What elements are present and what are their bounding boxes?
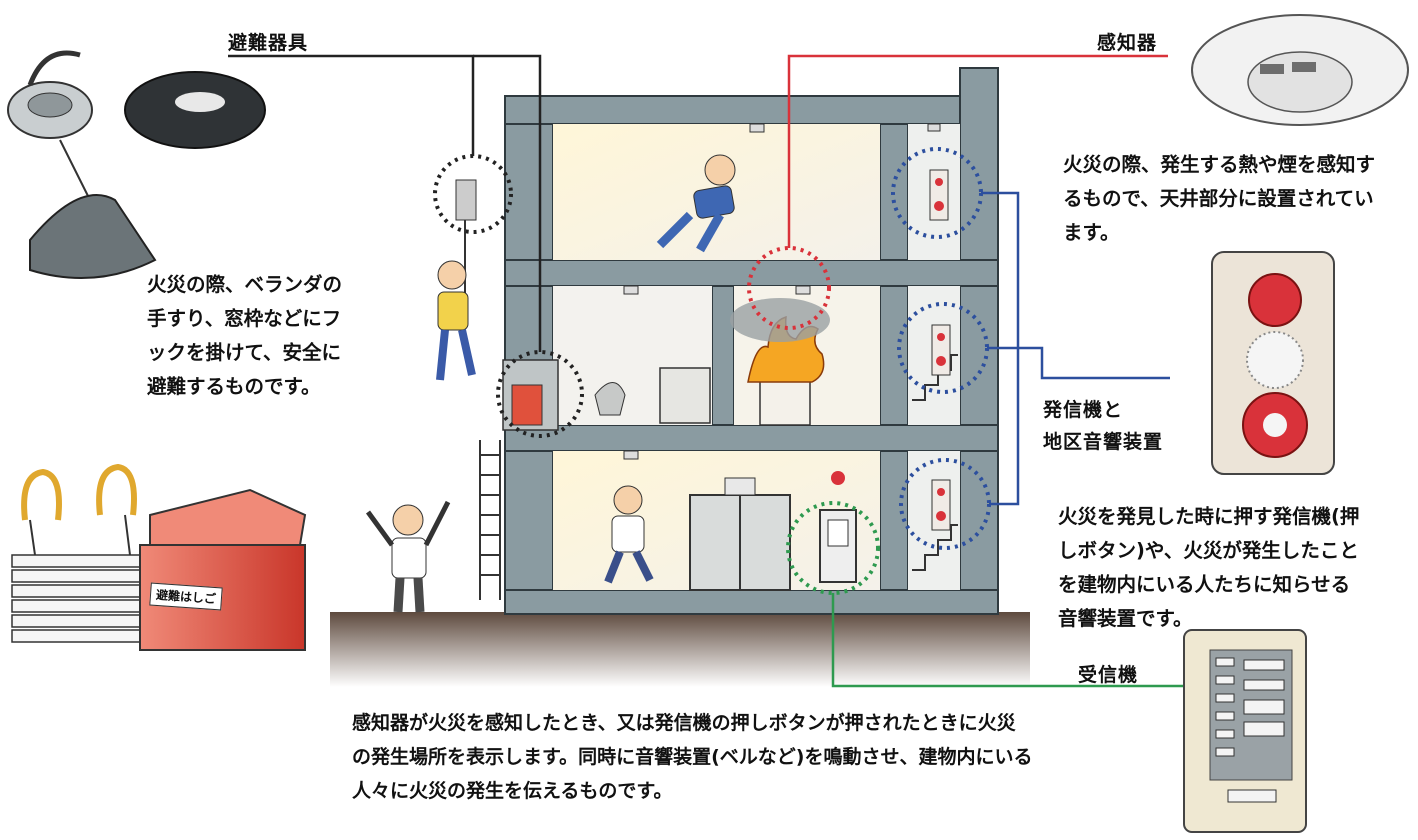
description-receiver-line: 人々に火災の発生を伝えるものです。 bbox=[352, 780, 673, 802]
person-surprised-outside bbox=[365, 500, 451, 613]
description-transmitter-line: 火災を発見した時に押す発信機(押 bbox=[1058, 505, 1360, 528]
label-receiver: 受信機 bbox=[1078, 664, 1139, 686]
description-escape: 火災の際、ベランダの 手すり、窓枠などにフ ックを掛けて、安全に 避難するもので… bbox=[147, 268, 342, 404]
ladder-box-label: 避難はしご bbox=[149, 582, 223, 611]
label-transmitter-line1: 発信機と bbox=[1043, 399, 1124, 421]
person-escaping bbox=[436, 260, 476, 381]
person-running bbox=[656, 154, 736, 253]
label-transmitter-line2: 地区音響装置 bbox=[1043, 431, 1164, 453]
description-transmitter: 火災を発見した時に押す発信機(押 しボタン)や、火災が発生したこと を建物内にい… bbox=[1058, 500, 1359, 636]
label-detector: 感知器 bbox=[1097, 32, 1158, 54]
description-receiver-line: 感知器が火災を感知したとき、又は発信機の押しボタンが押されたときに火災 bbox=[352, 712, 1016, 734]
transmitter-product bbox=[1211, 251, 1335, 475]
person-surprised-inside bbox=[604, 485, 654, 584]
description-receiver: 感知器が火災を感知したとき、又は発信機の押しボタンが押されたときに火災 の発生場… bbox=[352, 706, 1032, 808]
description-escape-line: ックを掛けて、安全に bbox=[147, 341, 342, 364]
building bbox=[455, 67, 999, 615]
description-receiver-line: の発生場所を表示します。同時に音響装置(ベルなど)を鳴動させ、建物内にいる bbox=[352, 746, 1033, 768]
description-escape-line: 避難するものです。 bbox=[147, 375, 321, 398]
description-detector: 火災の際、発生する熱や煙を感知す るもので、天井部分に設置されてい ます。 bbox=[1063, 148, 1375, 250]
leader-lines bbox=[228, 54, 1188, 688]
ground bbox=[330, 612, 1030, 687]
description-detector-line: ます。 bbox=[1063, 221, 1120, 244]
description-escape-line: 火災の際、ベランダの bbox=[147, 273, 343, 296]
detector-product bbox=[1191, 14, 1409, 126]
description-transmitter-line: しボタン)や、火災が発生したこと bbox=[1058, 539, 1359, 562]
label-escape-equipment: 避難器具 bbox=[228, 32, 309, 54]
receiver-product bbox=[1183, 629, 1307, 833]
escape-descender-product bbox=[7, 50, 266, 279]
description-escape-line: 手すり、窓枠などにフ bbox=[147, 307, 342, 330]
rope-ladder-product bbox=[11, 463, 307, 651]
description-detector-line: るもので、天井部分に設置されてい bbox=[1063, 187, 1374, 210]
description-detector-line: 火災の際、発生する熱や煙を感知す bbox=[1063, 153, 1376, 176]
label-transmitter: 発信機と 地区音響装置 bbox=[1043, 394, 1163, 458]
description-transmitter-line: 音響装置です。 bbox=[1058, 607, 1193, 630]
description-transmitter-line: を建物内にいる人たちに知らせる bbox=[1058, 573, 1351, 596]
